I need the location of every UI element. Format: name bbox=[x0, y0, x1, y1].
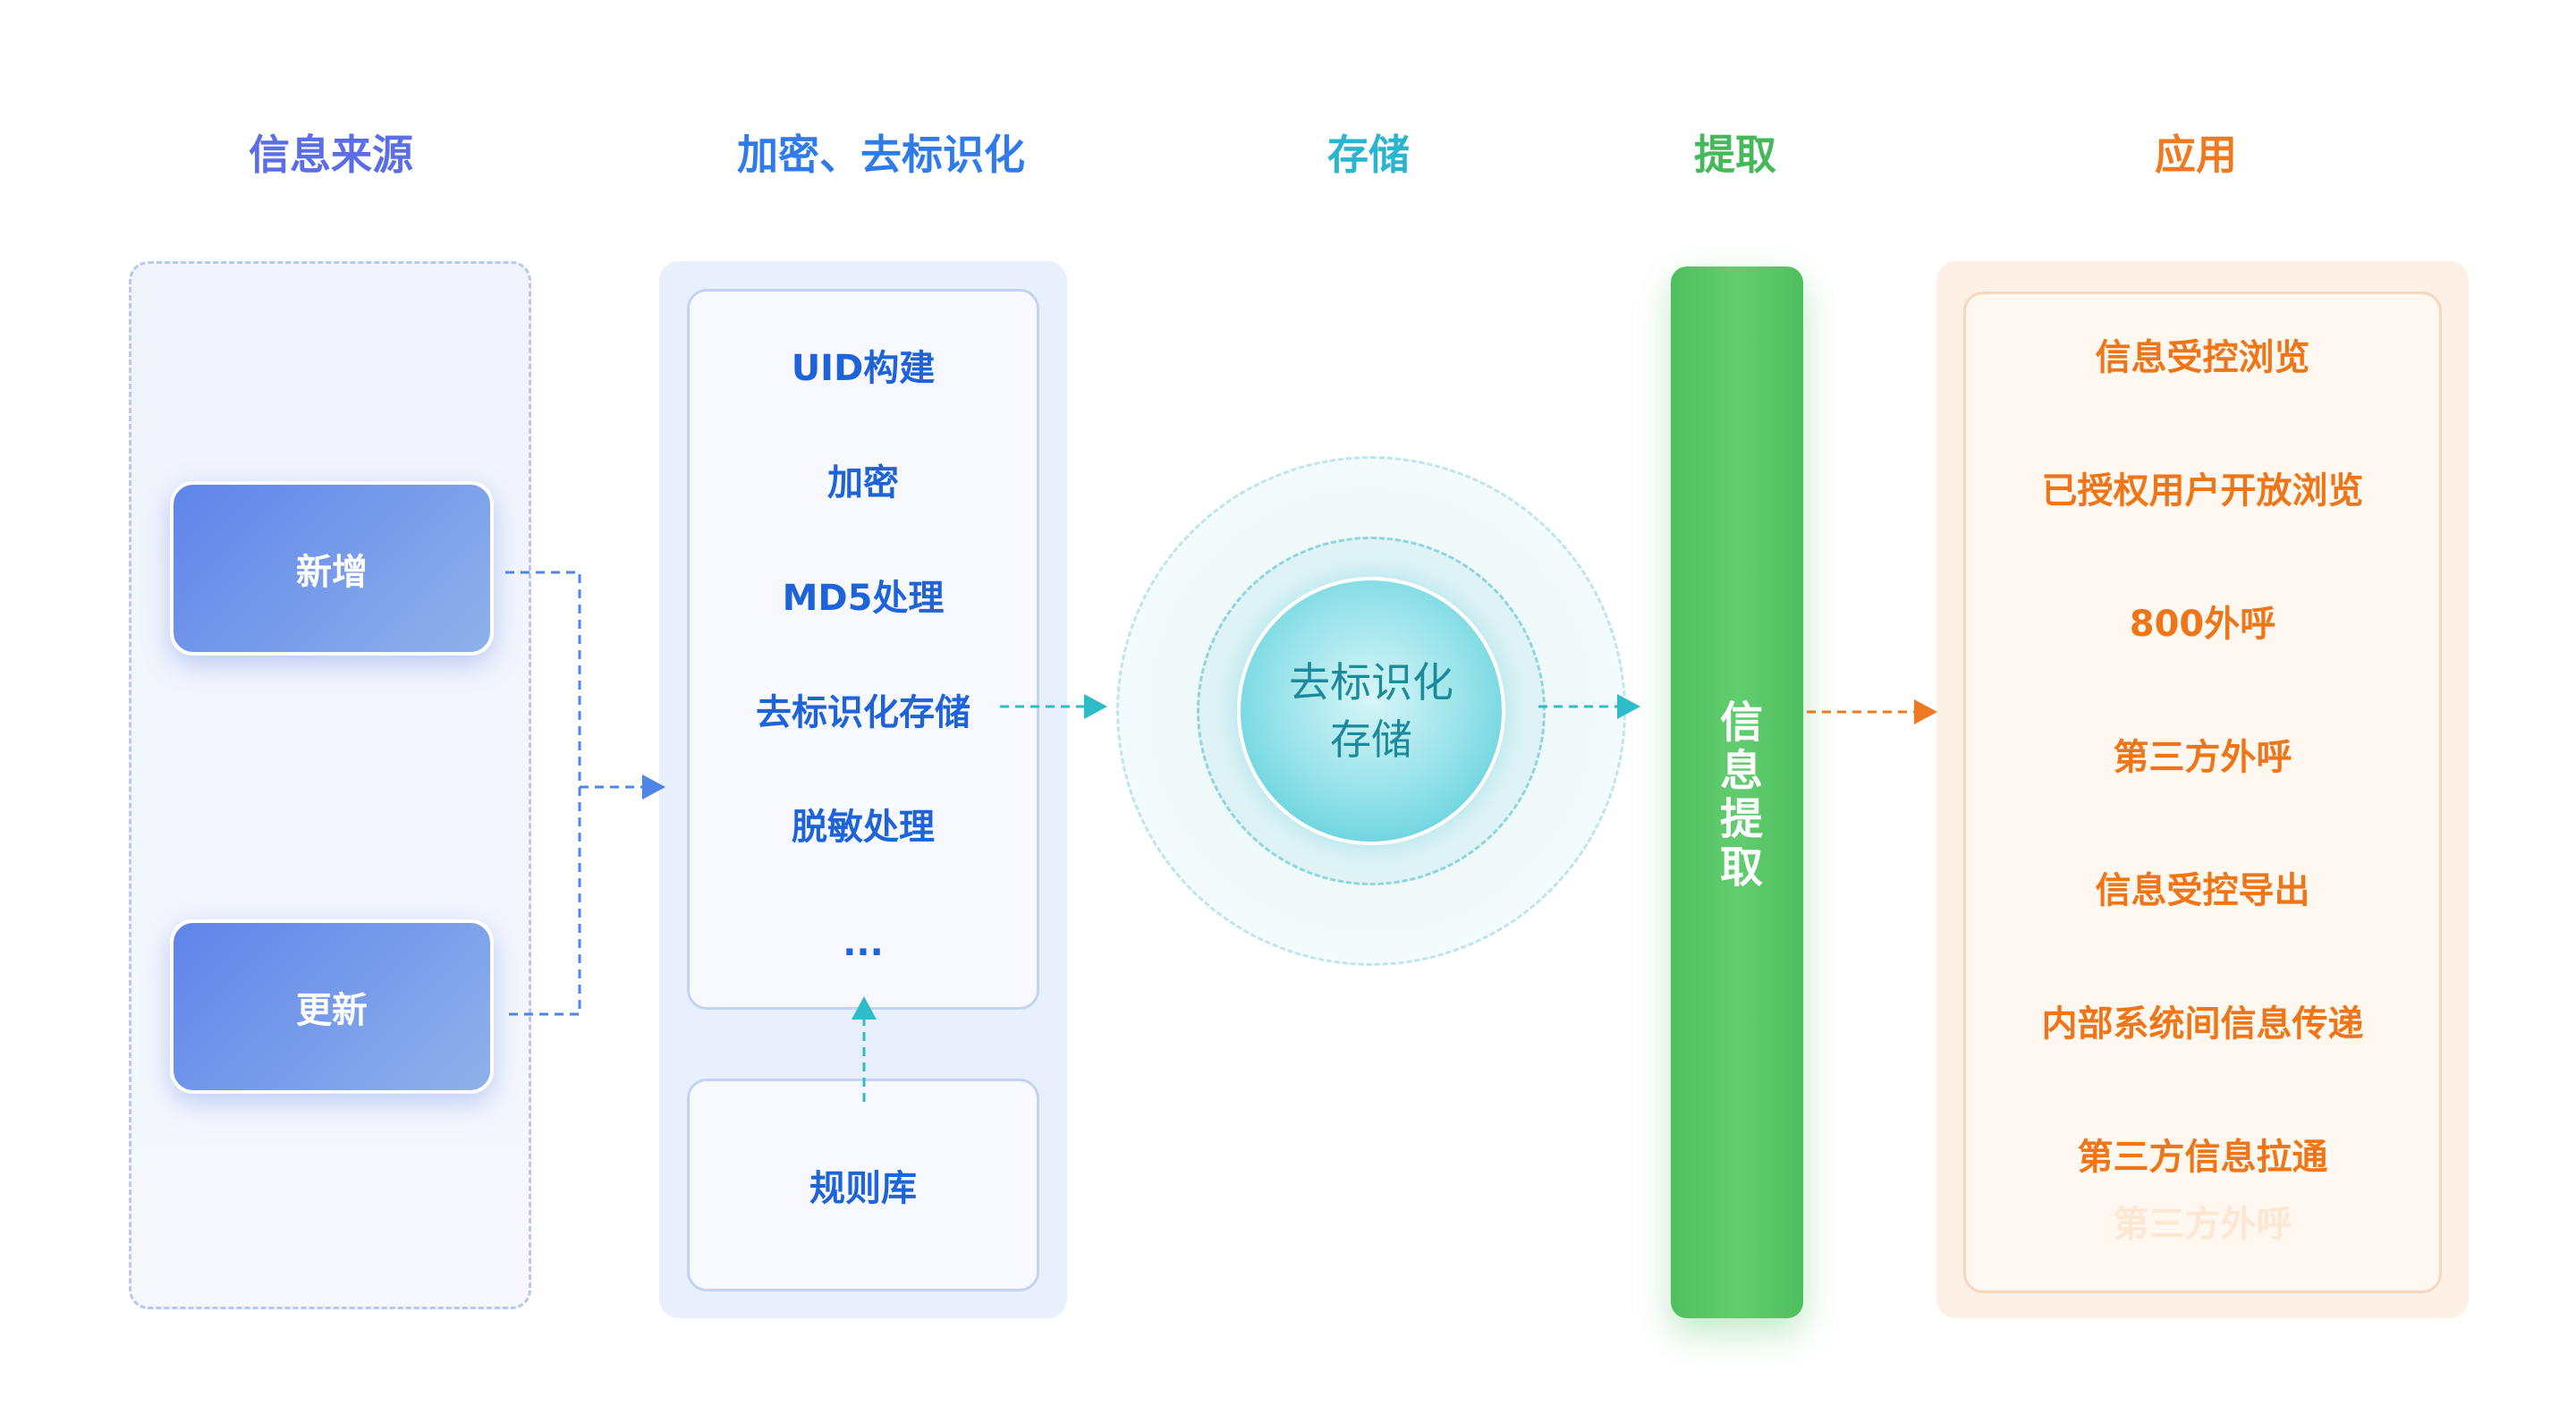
application-card bbox=[1963, 292, 2442, 1293]
extract-to-app-arrow-icon bbox=[1914, 699, 1937, 724]
column-title-source: 信息来源 bbox=[249, 131, 413, 179]
app-item-controlled-browse: 信息受控浏览 bbox=[2095, 337, 2310, 378]
app-item-internal-transfer: 内部系统间信息传递 bbox=[2041, 1003, 2364, 1045]
encrypt-steps-card bbox=[687, 289, 1039, 1010]
step-deidentified-storage: 去标识化存储 bbox=[756, 692, 970, 733]
column-title-storage: 存储 bbox=[1327, 131, 1410, 179]
source-item-update[interactable]: 更新 bbox=[170, 919, 494, 1094]
extract-bar bbox=[1671, 267, 1803, 1318]
column-title-application: 应用 bbox=[2155, 131, 2237, 179]
column-title-extract: 提取 bbox=[1694, 131, 1776, 179]
app-item-controlled-export: 信息受控导出 bbox=[2095, 870, 2310, 911]
step-desensitize: 脱敏处理 bbox=[792, 807, 935, 848]
app-item-third-party-pull: 第三方信息拉通 bbox=[2077, 1137, 2328, 1178]
step-uid-build: UID构建 bbox=[791, 348, 936, 389]
extract-label: 信息提取 bbox=[1712, 699, 1762, 893]
rules-library: 规则库 bbox=[687, 1079, 1039, 1291]
step-more: ... bbox=[843, 923, 884, 964]
storage-core-line2: 存储 bbox=[1330, 715, 1412, 764]
app-item-authorized-browse: 已授权用户开放浏览 bbox=[2041, 470, 2364, 512]
source-panel bbox=[129, 261, 531, 1309]
app-item-third-party-call: 第三方外呼 bbox=[2113, 737, 2292, 778]
app-item-800-call: 800外呼 bbox=[2129, 604, 2276, 645]
column-title-encrypt: 加密、去标识化 bbox=[737, 131, 1025, 179]
encrypt-to-storage-arrow-icon bbox=[1084, 694, 1107, 719]
step-md5: MD5处理 bbox=[782, 578, 945, 619]
storage-core-line1: 去标识化 bbox=[1289, 658, 1453, 707]
source-item-new[interactable]: 新增 bbox=[170, 481, 494, 656]
storage-core: 去标识化 存储 bbox=[1237, 577, 1505, 845]
app-item-faded: 第三方外呼 bbox=[2113, 1204, 2292, 1245]
step-encrypt: 加密 bbox=[827, 462, 899, 504]
